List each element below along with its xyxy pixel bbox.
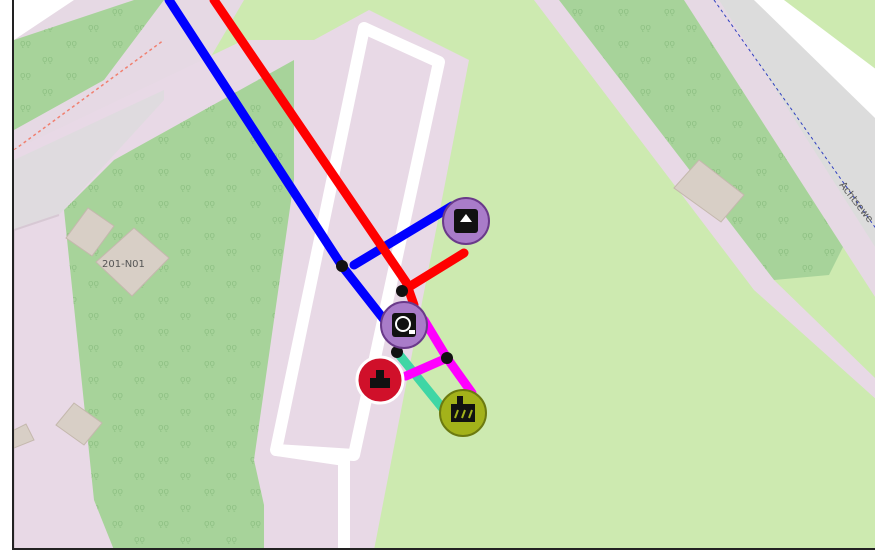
map-viewport[interactable]: ǫǫ ǫǫ 201-N01 [12,0,875,550]
junction-node[interactable] [396,285,408,297]
service-road-exit[interactable] [275,444,350,550]
junction-node[interactable] [441,352,453,364]
consumer-icon[interactable] [355,355,405,405]
heat-exchanger-icon[interactable] [442,197,490,245]
building-1[interactable] [65,207,115,257]
heat-producer-icon[interactable] [439,389,487,437]
building-label: 201-N01 [102,259,145,270]
pump-icon[interactable] [380,301,428,349]
building-2[interactable] [95,227,170,297]
pipe-blue-branch[interactable] [349,201,457,270]
path-left [14,214,60,548]
building-3[interactable] [55,402,103,446]
pipe-red-branch[interactable] [399,248,469,295]
road-right-white [754,0,875,119]
woodland-right-trees [554,0,849,280]
road-topleft [14,0,74,40]
woodland-topleft-trees [14,0,164,130]
map-canvas[interactable]: ǫǫ ǫǫ 201-N01 [14,0,875,550]
woodland-left-trees [64,60,294,548]
junction-node[interactable] [336,260,348,272]
pipe-teal[interactable] [392,347,449,415]
service-road-loop[interactable] [270,22,445,461]
building-right[interactable] [673,159,745,223]
building-4[interactable] [14,423,35,449]
pipe-magenta-b[interactable] [401,353,452,381]
footpath-topleft [14,39,165,151]
junction-node[interactable] [391,346,403,358]
road-left [14,90,164,230]
pipe-red-main[interactable] [209,0,419,310]
road-right-dash [713,0,875,229]
